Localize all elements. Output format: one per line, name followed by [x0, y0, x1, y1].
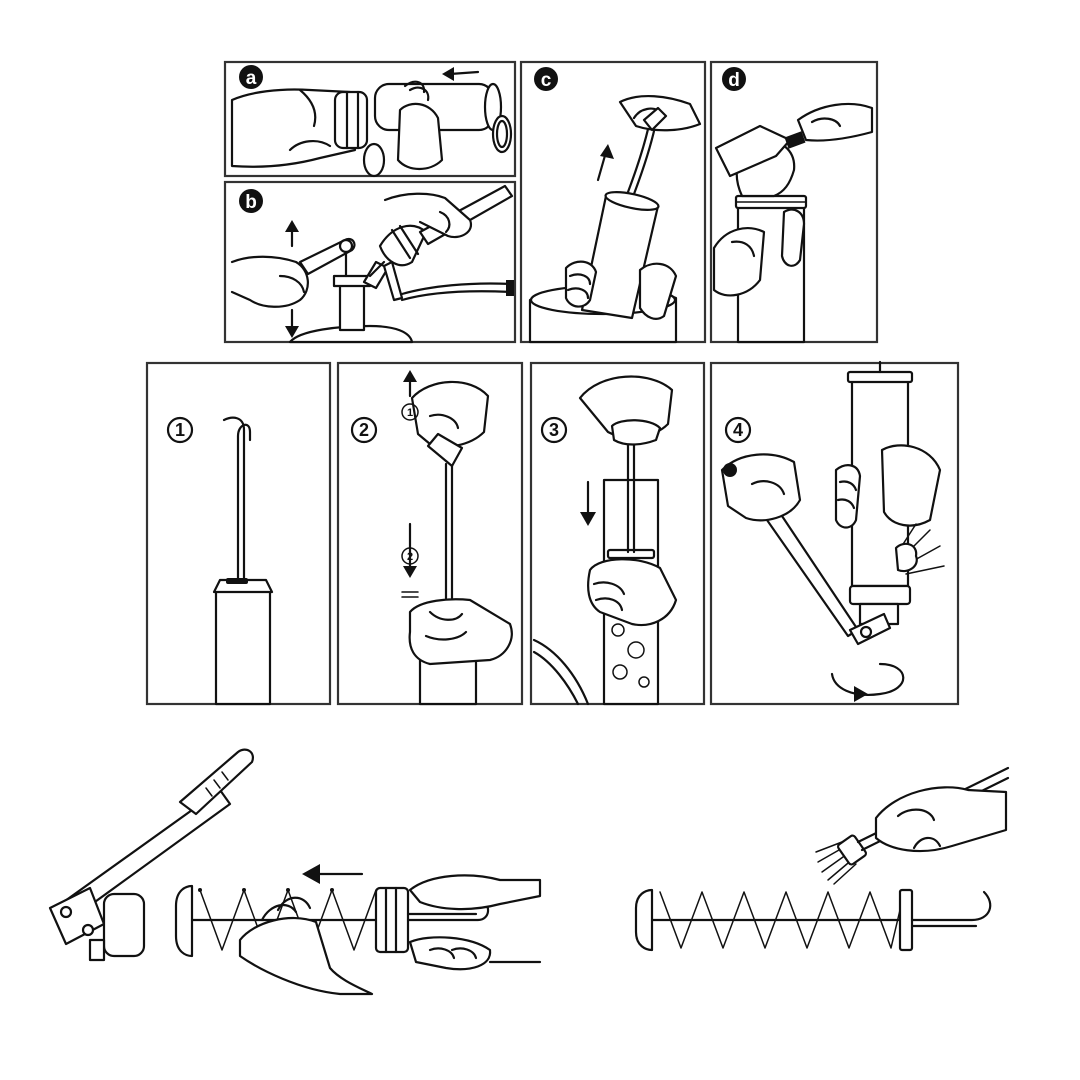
panel-b-badge: [239, 189, 263, 213]
panel-d-illustration: [712, 102, 874, 344]
step-3-badge: [540, 416, 568, 444]
step-1-label: 1: [175, 420, 185, 440]
step-4-label: 4: [733, 420, 743, 440]
step-2-illustration: [401, 370, 513, 706]
panel-a: a: [223, 60, 517, 178]
step-2-badge: [350, 416, 378, 444]
spring-assembly-clean: [634, 888, 992, 952]
step-2-sub-label-2: 2: [407, 551, 413, 563]
disassembly-illustration: [48, 748, 542, 996]
panel-b-illustration: [230, 184, 514, 344]
step-1-badge: [166, 416, 194, 444]
cleaning-brush-with-hand: [815, 766, 1010, 885]
step-4-illustration: [720, 360, 945, 702]
panel-step-3: 3: [529, 361, 706, 706]
panel-a-illustration: [230, 67, 513, 178]
panel-c: c: [519, 60, 707, 344]
brushing-illustration: [634, 766, 1010, 952]
panel-b-label: b: [245, 192, 257, 213]
step-2-sub-badge-2: [401, 547, 419, 565]
step-2-sub-badge-1: [401, 403, 419, 421]
panel-d: d: [709, 60, 879, 344]
gun-head-with-lever: [48, 748, 254, 962]
step-2-label: 2: [359, 420, 369, 440]
panel-c-badge: [534, 67, 558, 91]
panel-d-badge: [722, 67, 746, 91]
step-3-illustration: [532, 375, 678, 706]
panel-a-label: a: [246, 68, 257, 89]
panel-b: b: [223, 180, 517, 344]
step-1-illustration: [212, 416, 274, 706]
step-3-label: 3: [549, 420, 559, 440]
panel-c-illustration: [528, 94, 702, 344]
panel-step-2: 2 1 2: [336, 361, 524, 706]
panel-d-label: d: [728, 70, 740, 91]
panel-c-label: c: [541, 70, 552, 91]
panel-step-1: 1: [145, 361, 332, 706]
panel-step-4: 4: [709, 360, 960, 706]
panel-a-badge: [239, 65, 263, 89]
panel-step-4-frame: [709, 361, 960, 706]
step-2-sub-label-1: 1: [407, 407, 413, 419]
step-4-badge: [724, 416, 752, 444]
spring-follower-assembly: [174, 864, 542, 996]
